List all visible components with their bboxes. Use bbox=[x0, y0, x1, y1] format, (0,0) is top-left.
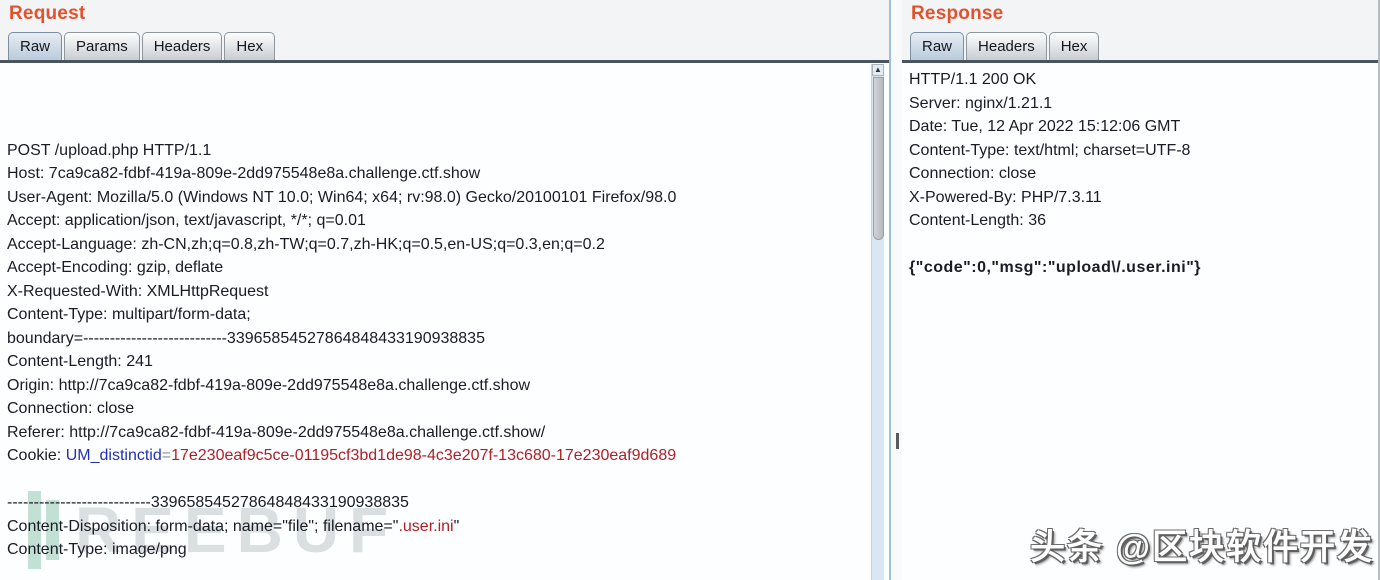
http-line: Content-Length: 36 bbox=[909, 209, 1378, 233]
tab-headers[interactable]: Headers bbox=[141, 32, 223, 60]
http-line: {"code":0,"msg":"upload\/.user.ini"} bbox=[909, 256, 1378, 280]
http-line-segment: X-Requested-With: XMLHttpRequest bbox=[7, 282, 269, 300]
http-line-segment: Content-Type: image/png bbox=[7, 541, 187, 558]
scrollbar-thumb[interactable] bbox=[873, 77, 884, 240]
http-line-segment: POST /upload.php HTTP/1.1 bbox=[7, 141, 212, 159]
http-line-segment: X-Powered-By: PHP/7.3.11 bbox=[909, 188, 1102, 206]
http-line: User-Agent: Mozilla/5.0 (Windows NT 10.0… bbox=[7, 186, 889, 210]
http-line-segment: User-Agent: Mozilla/5.0 (Windows NT 10.0… bbox=[7, 188, 677, 206]
http-line-segment: Host: 7ca9ca82-fdbf-419a-809e-2dd975548e… bbox=[7, 165, 481, 182]
http-line-segment: = bbox=[161, 447, 172, 464]
http-line-segment: Date: Tue, 12 Apr 2022 15:12:06 GMT bbox=[909, 118, 1181, 135]
http-line-segment: ---------------------------3396585452786… bbox=[7, 494, 409, 511]
http-line-segment: 17e230eaf9c5ce-01195cf3bd1de98-4c3e207f-… bbox=[171, 447, 677, 464]
http-line bbox=[7, 562, 889, 580]
http-line: Content-Type: multipart/form-data; bbox=[7, 303, 889, 327]
http-line-segment: boundary=---------------------------3396… bbox=[7, 329, 485, 347]
tab-raw[interactable]: Raw bbox=[8, 32, 63, 60]
panel-divider-handle[interactable] bbox=[896, 433, 899, 449]
http-line-segment: Server: nginx/1.21.1 bbox=[909, 94, 1053, 112]
http-line-segment: {"code":0,"msg":"upload\/.user.ini"} bbox=[909, 259, 1202, 276]
http-line-segment: .user.ini bbox=[398, 517, 454, 535]
http-line-segment: Accept-Encoding: gzip, deflate bbox=[7, 259, 224, 276]
http-line-segment: Accept-Language: zh-CN,zh;q=0.8,zh-TW;q=… bbox=[7, 235, 605, 253]
http-line: Content-Length: 241 bbox=[7, 350, 889, 374]
toutiao-watermark-text: 头条 @区块软件开发 bbox=[1030, 528, 1374, 567]
http-line bbox=[7, 468, 889, 492]
http-line: Referer: http://7ca9ca82-fdbf-419a-809e-… bbox=[7, 421, 889, 445]
http-line: Date: Tue, 12 Apr 2022 15:12:06 GMT bbox=[909, 115, 1378, 139]
http-line-segment: " bbox=[453, 517, 460, 535]
http-line bbox=[909, 233, 1378, 257]
http-line-segment: Content-Type: multipart/form-data; bbox=[7, 306, 251, 323]
http-line-segment: Content-Length: 241 bbox=[7, 353, 153, 370]
http-line: POST /upload.php HTTP/1.1 bbox=[7, 139, 889, 163]
tab-headers[interactable]: Headers bbox=[966, 32, 1047, 60]
http-line: ---------------------------3396585452786… bbox=[7, 491, 889, 515]
http-line-segment: Origin: http://7ca9ca82-fdbf-419a-809e-2… bbox=[7, 376, 531, 394]
http-line-segment: Referer: http://7ca9ca82-fdbf-419a-809e-… bbox=[7, 423, 546, 441]
response-panel-title: Response bbox=[911, 3, 1004, 24]
http-line: Connection: close bbox=[909, 162, 1378, 186]
request-scrollbar[interactable]: ▲ bbox=[871, 64, 884, 580]
http-line: Content-Type: image/png bbox=[7, 538, 889, 562]
scroll-up-arrow-icon[interactable]: ▲ bbox=[872, 64, 884, 76]
tab-hex[interactable]: Hex bbox=[224, 32, 276, 60]
http-line: Accept-Language: zh-CN,zh;q=0.8,zh-TW;q=… bbox=[7, 233, 889, 257]
request-panel-title: Request bbox=[9, 3, 86, 24]
tab-params[interactable]: Params bbox=[64, 32, 140, 60]
tab-raw[interactable]: Raw bbox=[910, 32, 965, 60]
http-line-segment: Accept: application/json, text/javascrip… bbox=[7, 212, 366, 229]
http-line: Host: 7ca9ca82-fdbf-419a-809e-2dd975548e… bbox=[7, 162, 889, 186]
http-line: Accept: application/json, text/javascrip… bbox=[7, 209, 889, 233]
http-line: X-Requested-With: XMLHttpRequest bbox=[7, 280, 889, 304]
http-line: Cookie: UM_distinctid=17e230eaf9c5ce-011… bbox=[7, 444, 889, 468]
http-line: Connection: close bbox=[7, 397, 889, 421]
http-line-segment: UM_distinctid bbox=[65, 447, 162, 464]
http-line-segment: Connection: close bbox=[909, 165, 1037, 182]
tab-hex[interactable]: Hex bbox=[1048, 32, 1100, 60]
http-line-segment: HTTP/1.1 200 OK bbox=[909, 71, 1037, 88]
http-line-segment: Content-Type: text/html; charset=UTF-8 bbox=[909, 141, 1191, 159]
http-line: Accept-Encoding: gzip, deflate bbox=[7, 256, 889, 280]
http-line-segment: Content-Length: 36 bbox=[909, 212, 1046, 229]
http-line-segment: Content-Disposition: form-data; name="fi… bbox=[7, 517, 399, 535]
http-line: Content-Type: text/html; charset=UTF-8 bbox=[909, 139, 1378, 163]
http-line: X-Powered-By: PHP/7.3.11 bbox=[909, 186, 1378, 210]
http-line: Server: nginx/1.21.1 bbox=[909, 92, 1378, 116]
http-line: Content-Disposition: form-data; name="fi… bbox=[7, 515, 889, 539]
http-line: Origin: http://7ca9ca82-fdbf-419a-809e-2… bbox=[7, 374, 889, 398]
http-line-segment: Cookie: bbox=[7, 447, 66, 464]
http-line-segment: Connection: close bbox=[7, 400, 135, 417]
http-line: boundary=---------------------------3396… bbox=[7, 327, 889, 351]
http-line: HTTP/1.1 200 OK bbox=[909, 68, 1378, 92]
